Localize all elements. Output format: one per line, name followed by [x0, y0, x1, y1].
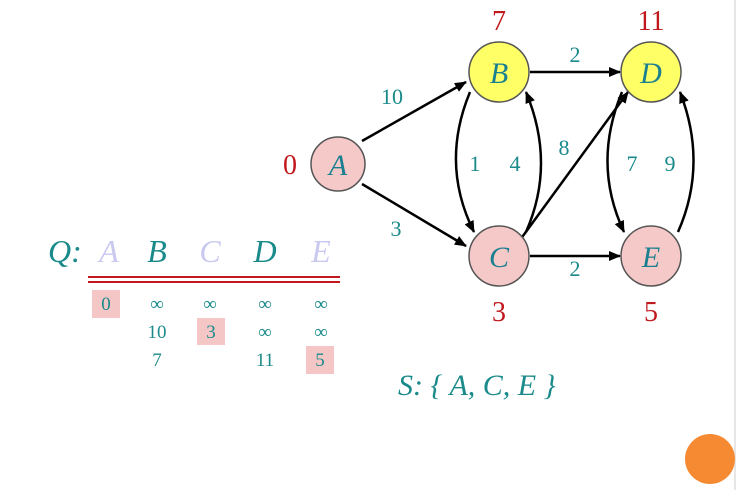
- dist-D: 11: [638, 6, 665, 37]
- queue-header-A: A: [97, 233, 119, 269]
- weight-D-E: 7: [627, 151, 638, 176]
- dist-A: 0: [283, 150, 297, 181]
- set-s-text: S: { A, C, E }: [398, 369, 556, 402]
- queue-cell-1-1: 10: [148, 322, 167, 343]
- edge-D-E: [606, 91, 626, 233]
- queue-header-D: D: [252, 233, 276, 269]
- weight-B-D: 2: [570, 42, 581, 67]
- edge-C-D: [518, 91, 630, 241]
- queue-label: Q:: [48, 233, 82, 269]
- queue-cell-0-1: ∞: [150, 294, 164, 315]
- weight-A-B: 10: [381, 84, 403, 109]
- edges: [361, 67, 695, 261]
- weight-E-D: 9: [665, 151, 676, 176]
- weight-C-B: 4: [510, 151, 521, 176]
- node-E-label: E: [641, 241, 660, 274]
- node-B: B: [468, 41, 530, 103]
- queue-header-B: B: [147, 233, 167, 269]
- queue-header-C: C: [199, 233, 221, 269]
- node-D: D: [620, 41, 682, 103]
- edge-A-C: [361, 182, 467, 248]
- queue-highlight-A0: [92, 290, 120, 318]
- queue-cell-1-3: ∞: [258, 322, 272, 343]
- queue-highlight-C1: [197, 318, 225, 345]
- queue-header-E: E: [310, 233, 331, 269]
- dist-E: 5: [644, 297, 658, 328]
- accent-circle: [685, 434, 735, 484]
- weight-B-C: 1: [470, 151, 481, 176]
- weight-A-C: 3: [391, 216, 402, 241]
- priority-queue-table: Q: A B C D E 0 ∞ ∞ ∞ ∞ 10 3 ∞ ∞ 7 11 5: [48, 233, 340, 374]
- queue-cell-2-1: 7: [152, 350, 162, 371]
- edge-B-C: [454, 91, 476, 233]
- nodes: A B C D E: [310, 41, 682, 287]
- queue-cell-0-3: ∞: [258, 294, 272, 315]
- edge-C-B: [524, 91, 543, 233]
- edge-A-B: [361, 80, 467, 143]
- queue-cell-2-4: 5: [315, 350, 325, 371]
- dist-B: 7: [492, 6, 506, 37]
- queue-cell-1-2: 3: [206, 322, 216, 343]
- node-A: A: [310, 136, 366, 192]
- slide-edge-rule: [734, 0, 736, 490]
- node-D-label: D: [639, 57, 662, 90]
- node-C: C: [468, 225, 530, 287]
- queue-cell-2-3: 11: [256, 350, 274, 371]
- queue-cell-0-4: ∞: [314, 294, 328, 315]
- edge-weights: 10 3 2 8 2 1 4 7 9: [381, 42, 676, 281]
- weight-C-D: 8: [559, 135, 570, 160]
- node-B-label: B: [490, 57, 508, 90]
- dist-C: 3: [492, 297, 506, 328]
- node-C-label: C: [489, 241, 510, 274]
- node-A-label: A: [327, 149, 348, 182]
- queue-cell-0-2: ∞: [203, 294, 217, 315]
- distance-labels: 0 7 3 11 5: [283, 6, 664, 328]
- weight-C-E: 2: [570, 256, 581, 281]
- node-E: E: [620, 225, 682, 287]
- queue-cell-0-0: 0: [101, 294, 111, 315]
- queue-cell-1-4: ∞: [314, 322, 328, 343]
- queue-highlight-E2: [306, 346, 334, 374]
- edge-E-D: [676, 91, 695, 233]
